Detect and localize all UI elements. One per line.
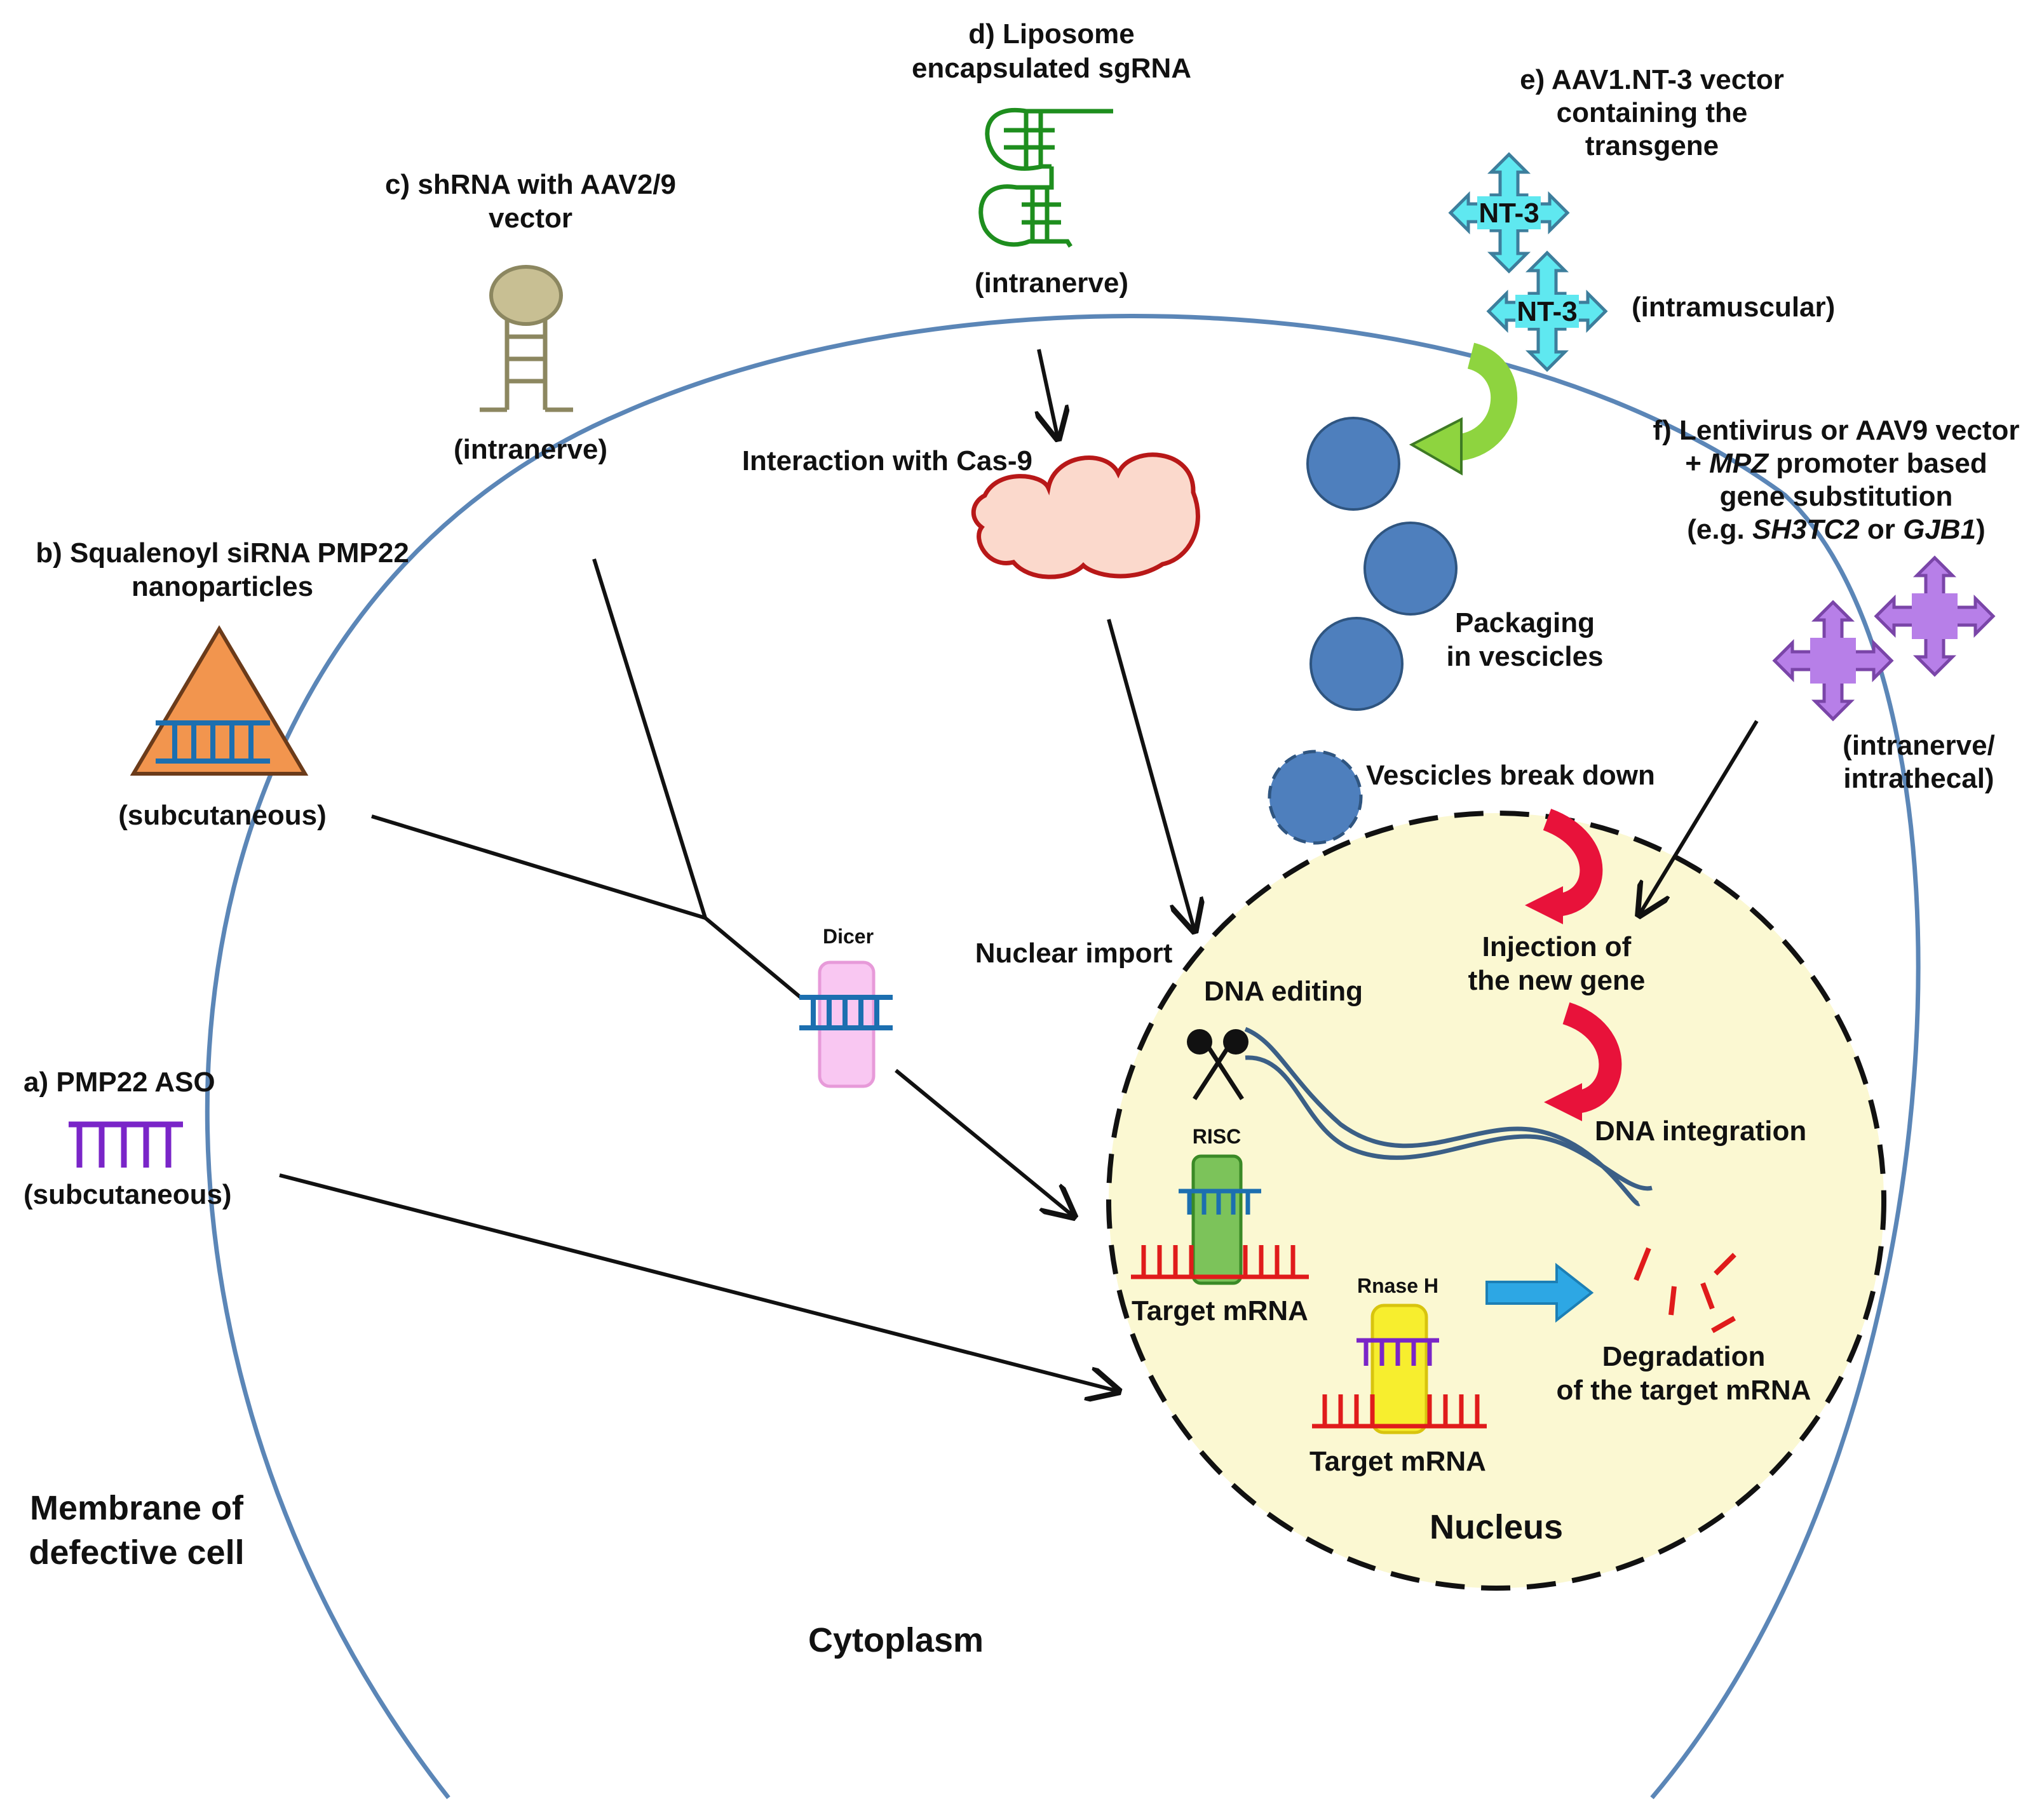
mpz-title-1: f) Lentivirus or AAV9 vector [1653,415,2019,446]
degraded-mrna-fragments-icon [1634,1247,1736,1333]
red-curved-arrow-icon-1 [1525,809,1603,924]
nt3-route: (intramuscular) [1632,292,1835,323]
membrane-label-1: Membrane of [30,1489,244,1527]
broken-vesicle [1268,750,1363,845]
degradation-label-1: Degradation [1602,1341,1766,1372]
aso-title: a) PMP22 ASO [24,1067,215,1098]
nucleus-label: Nucleus [1430,1508,1563,1546]
rnase-h-aso-icon [1357,1338,1439,1366]
aso-icon [69,1121,183,1168]
vesicle-1 [1306,417,1400,511]
risc-target-mrna-icon [1131,1245,1309,1279]
target-mrna-label-1: Target mRNA [1132,1295,1308,1326]
nt3-title-3: transgene [1585,130,1719,161]
injection-label-1: Injection of [1482,931,1632,962]
nt3-label-2: NT-3 [1517,296,1577,327]
sirna-shrna-path [371,558,802,999]
nucleus [1106,811,1886,1591]
mpz-route-2: intrathecal) [1843,763,1994,794]
nanoparticle-triangle-icon [130,625,309,776]
nt3-title-1: e) AAV1.NT-3 vector [1520,64,1784,95]
sgrna-route: (intranerve) [975,267,1128,299]
cas9-icon [971,452,1200,579]
degradation-label-2: of the target mRNA [1557,1375,1811,1406]
target-mrna-label-2: Target mRNA [1309,1446,1486,1477]
siRNA-title-2: nanoparticles [132,571,313,602]
packaging-label-2: in vescicles [1446,641,1603,672]
vesicles-break-label: Vescicles break down [1366,760,1655,791]
mpz-title-3: gene substitution [1720,481,1953,512]
blue-arrow-icon [1485,1262,1594,1323]
mpz-to-nucleus-arrow [1639,720,1759,915]
dna-integration-label: DNA integration [1595,1116,1806,1147]
nt3-vector-icon-2 [1486,250,1608,372]
cell-membrane [205,314,1921,1800]
shrna-title-2: vector [489,203,572,234]
dna-strand-icon [1244,1027,1653,1206]
mpz-vector-icon-1 [1772,600,1894,722]
risc-guide-rna-icon [1179,1189,1261,1215]
nt3-vector-icon-1 [1448,152,1570,274]
nt3-label-1: NT-3 [1478,198,1539,229]
nt3-title-2: containing the [1557,97,1748,128]
rnase-h-label: Rnase H [1357,1274,1438,1297]
mpz-title-2: + MPZ promoter based [1685,448,1987,479]
mpz-title-4: (e.g. SH3TC2 or GJB1) [1687,514,1985,545]
mpz-route-1: (intranerve/ [1843,730,1995,761]
shrna-icon [480,265,573,412]
dicer-dsrna-icon [799,995,893,1030]
curved-green-arrow-icon [1409,342,1518,476]
packaging-label-1: Packaging [1455,607,1595,638]
vesicle-2 [1363,522,1458,616]
sgrna-icon [978,108,1113,248]
membrane-label-2: defective cell [29,1534,244,1572]
dicer-to-nucleus-arrow [895,1068,1074,1217]
sgrna-to-cas9-arrow [1039,349,1058,438]
sirna-duplex-icon [156,720,270,764]
risc-icon [1191,1154,1243,1285]
vesicle-3 [1309,617,1404,711]
injection-label-2: the new gene [1468,965,1646,996]
cas9-interaction-label: Interaction with Cas-9 [742,445,1032,476]
red-curved-arrow-icon-2 [1544,1002,1622,1121]
siRNA-route: (subcutaneous) [118,800,327,831]
cytoplasm-label: Cytoplasm [808,1621,984,1659]
rnase-h-icon [1370,1304,1428,1434]
nuclear-import-label: Nuclear import [975,938,1173,969]
aso-route: (subcutaneous) [24,1179,232,1210]
siRNA-title-1: b) Squalenoyl siRNA PMP22 [36,537,409,569]
risc-label: RISC [1193,1125,1241,1148]
mpz-vector-icon-2 [1874,555,1996,677]
dna-editing-label: DNA editing [1204,976,1363,1007]
sgrna-title-2: encapsulated sgRNA [912,53,1191,84]
cas9-to-nucleus-arrow [1107,619,1194,931]
rnase-h-target-mrna-icon [1312,1394,1487,1429]
scissors-icon [1187,1029,1248,1100]
shrna-title-1: c) shRNA with AAV2/9 [385,169,676,200]
sgrna-title-1: d) Liposome [968,18,1135,50]
shrna-route: (intranerve) [454,434,607,465]
aso-path-arrow [279,1173,1118,1391]
dicer-label: Dicer [823,925,874,948]
